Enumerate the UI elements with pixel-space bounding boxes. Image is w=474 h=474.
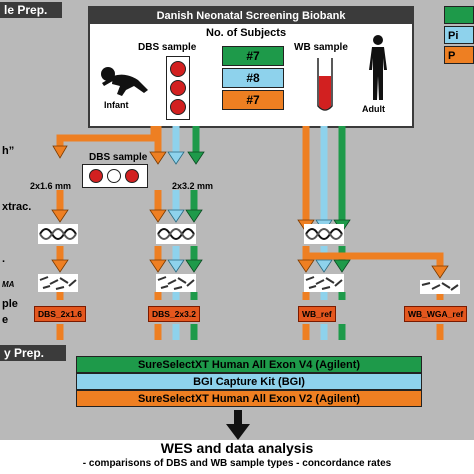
subject-count-orange: #7 <box>222 90 284 110</box>
infant-icon <box>101 67 148 96</box>
kit-agilent-v2: SureSelectXT Human All Exon V2 (Agilent) <box>76 390 422 407</box>
wga-label: MA <box>2 280 15 289</box>
dbs-punch-card: DBS sample <box>82 152 150 188</box>
blood-spot-icon <box>89 169 103 183</box>
blood-spot-icon <box>170 99 186 115</box>
dbs-sample-label: DBS sample <box>138 42 197 53</box>
dna-icon <box>156 224 196 244</box>
sample-tag-wb-ref: WB_ref <box>298 306 336 322</box>
subjects-label: No. of Subjects <box>206 27 287 39</box>
shearing-label: . <box>2 253 6 265</box>
sample-tag-wb-wga: WB_WGA_ref <box>404 306 468 322</box>
final-title: WES and data analysis <box>160 440 314 456</box>
legend-orange: P <box>444 46 474 64</box>
subject-count-green: #7 <box>222 46 284 66</box>
sheared-dna-icon <box>38 274 78 292</box>
final-subtitle: - comparisons of DBS and WB sample types… <box>82 458 392 469</box>
blood-spot-icon <box>170 61 186 77</box>
dbs-card <box>166 56 190 120</box>
punch-size-large: 2x3.2 mm <box>172 181 214 191</box>
punch-size-small: 2x1.6 mm <box>30 181 72 191</box>
kit-bgi: BGI Capture Kit (BGI) <box>76 373 422 390</box>
sample-prep-header: le Prep. <box>0 2 62 18</box>
batch-label: h” <box>2 145 15 157</box>
punched-spot-icon <box>107 169 121 183</box>
sample-label-2: e <box>2 314 9 326</box>
biobank-title: Danish Neonatal Screening Biobank <box>90 8 412 24</box>
kit-agilent-v4: SureSelectXT Human All Exon V4 (Agilent) <box>76 356 422 373</box>
sample-tag-dbs-small: DBS_2x1.6 <box>34 306 86 322</box>
adult-icon <box>369 35 387 100</box>
sheared-dna-icon <box>304 274 344 292</box>
library-prep-header: y Prep. <box>0 345 66 361</box>
dna-icon <box>304 224 344 244</box>
dbs-punch-label: DBS sample <box>87 152 150 163</box>
final-panel <box>0 440 474 474</box>
blood-spot-icon <box>125 169 139 183</box>
wb-sample-label: WB sample <box>294 42 348 53</box>
blood-tube-icon <box>317 58 333 111</box>
sample-tag-dbs-large: DBS_2x3.2 <box>148 306 200 322</box>
adult-label: Adult <box>362 104 385 114</box>
sheared-dna-icon <box>156 274 196 292</box>
dna-extraction-label: xtrac. <box>2 201 32 213</box>
biobank-panel: Danish Neonatal Screening Biobank No. of… <box>88 6 414 128</box>
sample-label-1: ple <box>2 298 18 310</box>
blood-spot-icon <box>170 80 186 96</box>
sheared-dna-icon <box>420 280 460 294</box>
dna-icon <box>38 224 78 244</box>
infant-label: Infant <box>104 100 129 110</box>
subject-count-blue: #8 <box>222 68 284 88</box>
